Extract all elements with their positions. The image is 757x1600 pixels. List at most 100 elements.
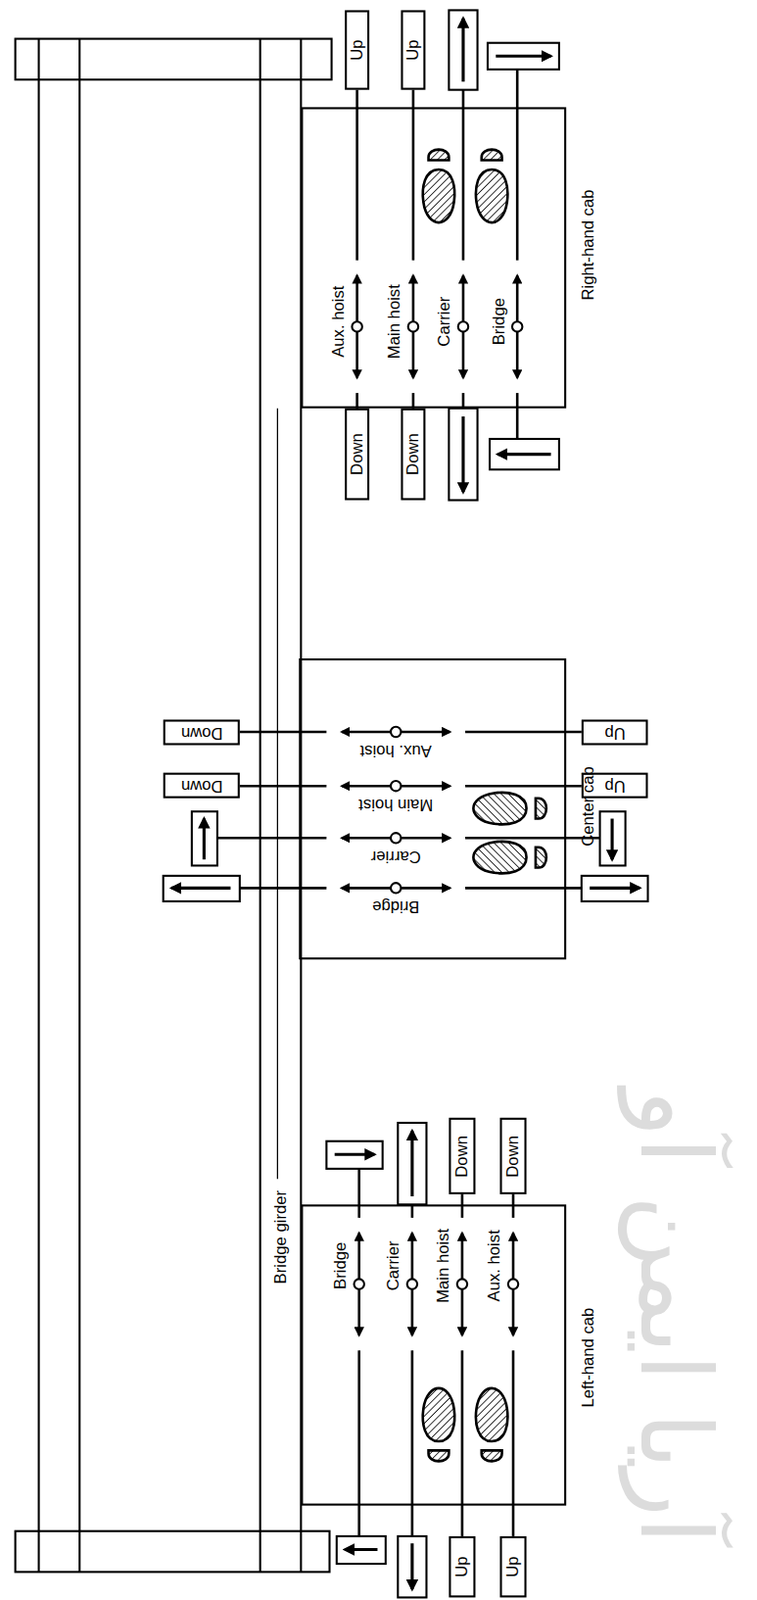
drawing-part [15, 39, 332, 81]
direction-arrow [495, 54, 551, 58]
position-label: Up [505, 1556, 522, 1577]
lever-line [465, 784, 582, 788]
direction-arrow [461, 416, 465, 492]
foot-sole [475, 169, 508, 223]
control-position-box: Up [581, 718, 649, 745]
lever-line [462, 392, 466, 409]
foot-sole [473, 792, 526, 824]
position-label: Down [180, 723, 223, 741]
bridge-frame [15, 39, 332, 1572]
drawing-part [259, 39, 262, 81]
lever-line [239, 784, 328, 788]
lever-pivot [390, 726, 401, 737]
lever-pivot [457, 1277, 468, 1288]
drawing-part [78, 1530, 81, 1572]
foot-heel [481, 149, 503, 161]
control-position-box: Up [581, 772, 649, 799]
foot-pedals [423, 149, 547, 1462]
control-position-box: Up [499, 1535, 526, 1598]
drawing-part [299, 1530, 302, 1572]
lever-line [465, 886, 582, 890]
direction-arrow [410, 1130, 414, 1196]
lever-line [516, 392, 520, 439]
position-label: Down [405, 432, 423, 475]
lever-line [461, 1349, 465, 1536]
position-label: Down [180, 776, 223, 794]
lever-label: Bridge [490, 297, 508, 345]
lever-line [411, 1349, 415, 1536]
drawing-part [38, 1530, 41, 1572]
lever-line [355, 90, 359, 261]
footprint [423, 149, 455, 223]
direction-box [336, 1535, 386, 1563]
lever-line [355, 392, 359, 409]
control-position-box: Down [499, 1117, 526, 1194]
direction-box [489, 438, 560, 470]
direction-box [600, 810, 626, 865]
lever-line [412, 90, 416, 261]
lever-line [412, 392, 416, 409]
lever-pivot [390, 780, 401, 791]
direction-arrow [334, 1152, 376, 1156]
control-position-box: Down [448, 1117, 475, 1194]
direction-box [448, 9, 477, 90]
lever-line [516, 69, 520, 261]
lever-pivot [458, 321, 469, 332]
direction-box [397, 1535, 426, 1598]
drawing-part [38, 79, 41, 1530]
lever-pivot [508, 1277, 519, 1288]
lever-line [462, 90, 466, 261]
foot-heel [428, 149, 450, 161]
direction-box [191, 810, 218, 865]
direction-arrow [461, 18, 465, 83]
drawing-part [78, 39, 81, 81]
position-label: Up [604, 776, 625, 794]
foot-heel [535, 847, 547, 868]
direction-arrow [202, 818, 206, 860]
direction-boxes [163, 9, 649, 1597]
position-label: Up [604, 723, 625, 741]
foot-sole [423, 169, 455, 223]
foot-heel [428, 1449, 450, 1461]
lever-pivot [512, 321, 522, 332]
foot-heel [535, 798, 547, 819]
direction-box [326, 1140, 382, 1169]
foot-heel [481, 1449, 503, 1461]
operator-cab: Center cabAux. hoistMain hoistCarrierBri… [298, 658, 567, 959]
direction-box [448, 408, 477, 501]
drawing-part [259, 1530, 262, 1572]
position-label: Up [454, 1556, 472, 1577]
lever-label: Bridge [372, 898, 420, 915]
lever-line [357, 1349, 361, 1536]
control-position-box: Up [400, 9, 426, 90]
lever-pivot [407, 1277, 418, 1288]
lever-label: Carrier [436, 296, 454, 347]
drawing-part [78, 79, 81, 1530]
control-position-box: Down [400, 408, 426, 501]
lever-line [512, 1349, 516, 1536]
lever-label: Bridge [332, 1241, 350, 1289]
footprint [423, 1387, 455, 1461]
control-position-box: Down [163, 718, 240, 745]
foot-sole [473, 841, 526, 873]
operator-cab: Left-hand cabBridgeCarrierMain hoistAux.… [300, 1203, 567, 1505]
control-position-box: Down [163, 772, 240, 799]
control-position-box: Up [448, 1535, 475, 1598]
footprint [473, 792, 546, 824]
lever-line [465, 730, 582, 734]
position-label: Down [348, 432, 366, 475]
drawing-part [15, 1530, 331, 1572]
drawing-part [259, 79, 262, 1530]
control-position-box: Up [344, 9, 370, 90]
lever-line [239, 886, 328, 890]
lever-line [239, 730, 328, 734]
footprint [473, 841, 546, 873]
operator-cab: Right-hand cabAux. hoistMain hoistCarrie… [300, 106, 567, 408]
drawing-part [277, 408, 279, 1180]
lever-line [357, 1168, 361, 1218]
lever-line [411, 1203, 415, 1218]
lever-label: Aux. hoist [331, 285, 348, 358]
direction-arrow [344, 1547, 378, 1551]
lever-line [217, 836, 327, 840]
direction-arrow [611, 818, 615, 860]
